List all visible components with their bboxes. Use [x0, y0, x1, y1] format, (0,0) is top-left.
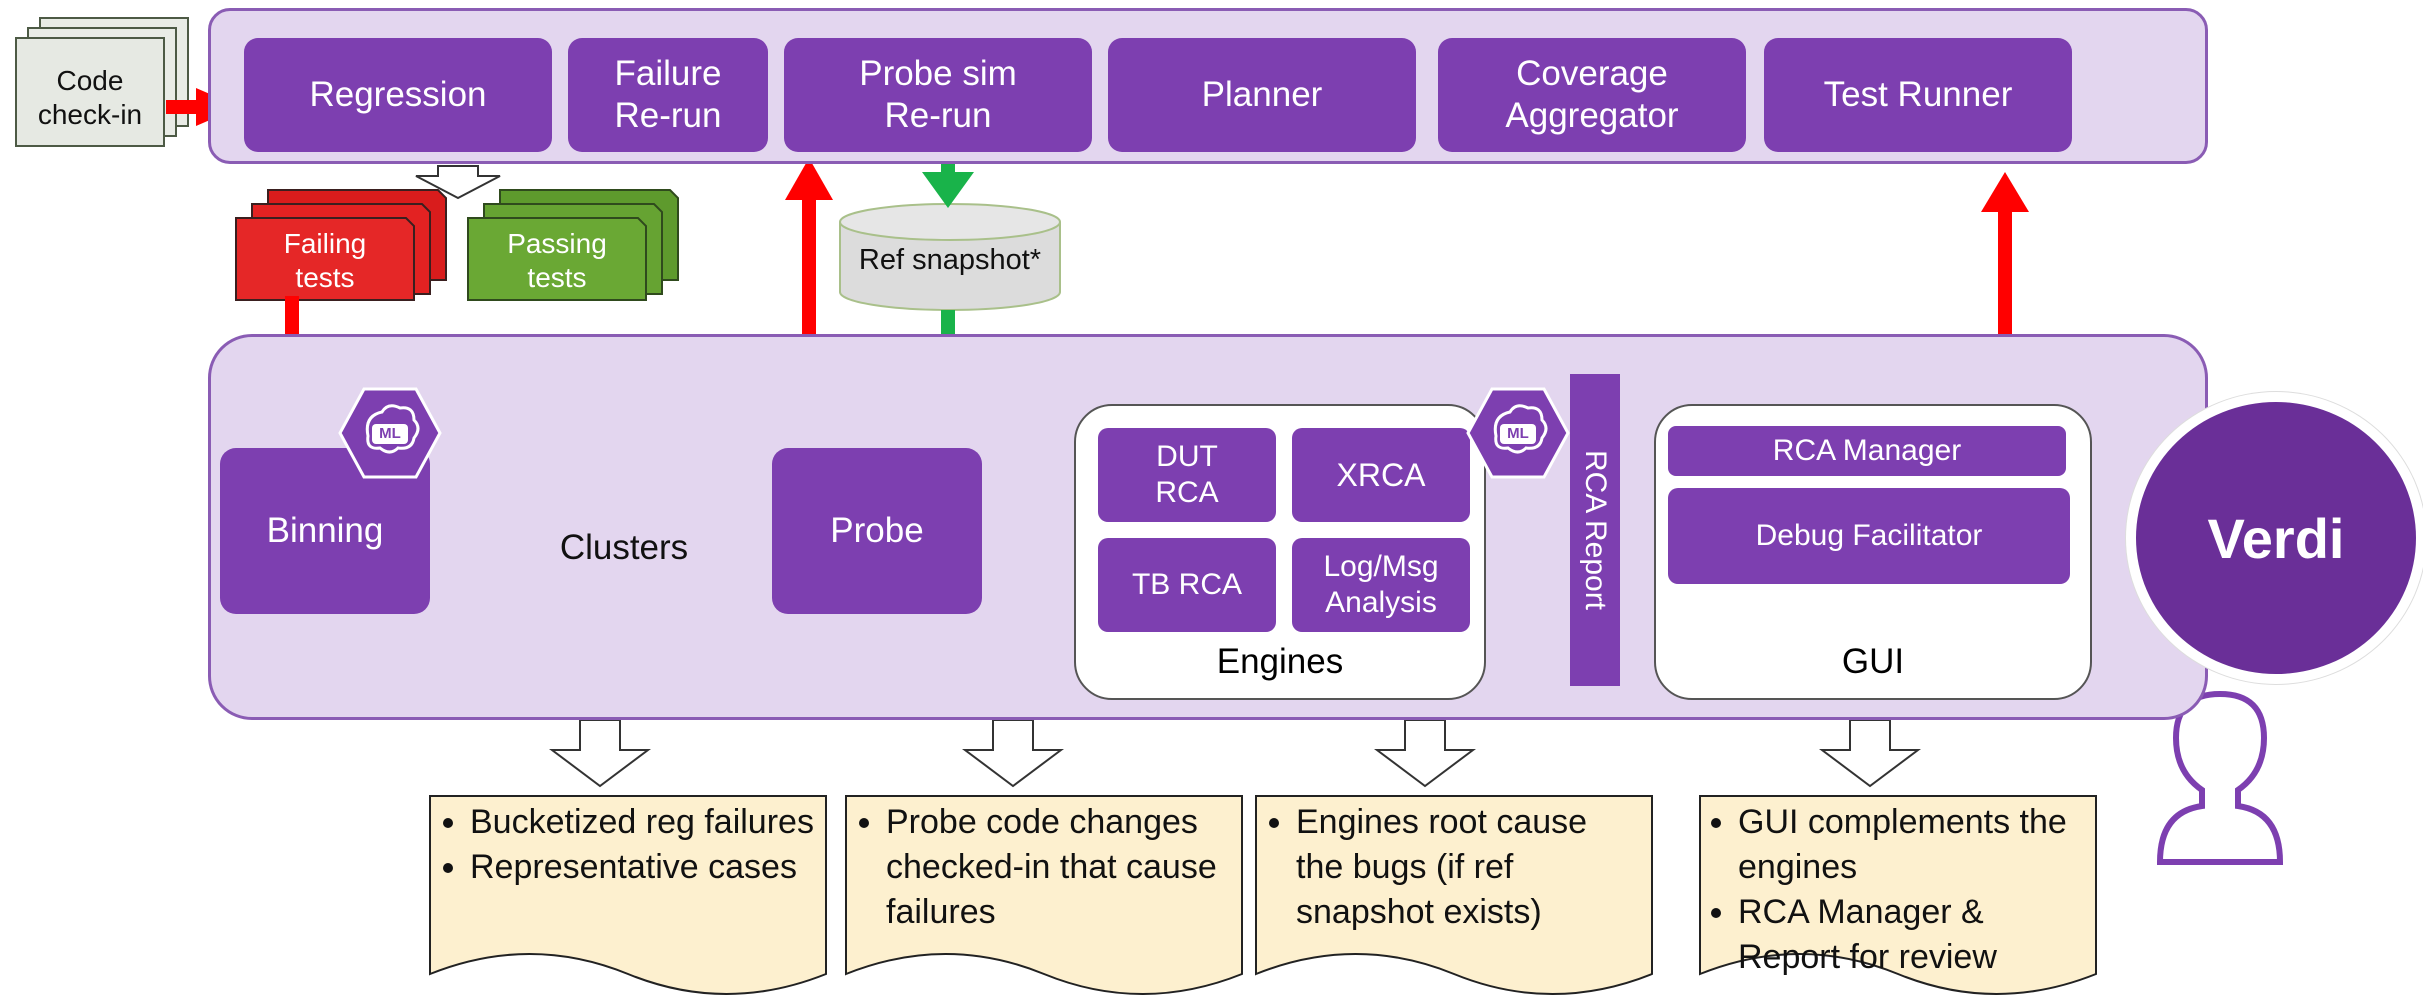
code-checkin-label: Code check-in [37, 65, 143, 130]
failing-tests-stack [235, 189, 447, 301]
regression-label: Regression [309, 75, 487, 114]
rca-report-label: RCA Report [1579, 449, 1612, 611]
note-bullet: RCA Manager & Report for review [1738, 890, 2092, 980]
note-bullet: Bucketized reg failures [470, 800, 816, 845]
note-gui: GUI complements the engines RCA Manager … [1712, 800, 2092, 980]
note-binning: Bucketized reg failures Representative c… [444, 800, 816, 980]
coverage-aggregator-label: Coverage Aggregator [1505, 54, 1679, 135]
gui-caption: GUI [1841, 642, 1905, 681]
note-bullet: Engines root cause the bugs (if ref snap… [1296, 800, 1642, 935]
regression-box[interactable]: Regression [244, 38, 552, 152]
tb-rca-label: TB RCA [1131, 568, 1242, 601]
user-icon [2156, 690, 2284, 865]
debug-facilitator-label: Debug Facilitator [1755, 519, 1983, 552]
debug-facilitator-box[interactable]: Debug Facilitator [1668, 488, 2070, 584]
ml-badge-engines: ML [1466, 386, 1570, 480]
ml-brain-icon [338, 387, 442, 479]
arrow-regression-output [415, 165, 501, 200]
arrows-to-notes [549, 719, 1921, 788]
note-bullet: Probe code changes checked-in that cause… [886, 800, 1232, 935]
failure-rerun-box[interactable]: Failure Re-run [568, 38, 768, 152]
rca-manager-box[interactable]: RCA Manager [1668, 426, 2066, 476]
ml-badge-text: ML [379, 425, 401, 442]
probe-sim-rerun-label: Probe sim Re-run [859, 54, 1017, 135]
clusters-label: Clusters [559, 528, 689, 567]
test-runner-box[interactable]: Test Runner [1764, 38, 2072, 152]
note-bullet: GUI complements the engines [1738, 800, 2092, 890]
probe-sim-rerun-box[interactable]: Probe sim Re-run [784, 38, 1092, 152]
rca-manager-label: RCA Manager [1772, 434, 1962, 467]
engines-caption: Engines [1216, 642, 1344, 681]
probe-box[interactable]: Probe [772, 448, 982, 614]
note-shapes [429, 795, 2097, 995]
log-msg-analysis-label: Log/Msg Analysis [1323, 550, 1439, 619]
log-msg-analysis-box[interactable]: Log/Msg Analysis [1292, 538, 1470, 632]
ml-badge-binning: ML [338, 386, 442, 480]
dut-rca-label: DUT RCA [1155, 440, 1219, 509]
code-checkin-stack [15, 17, 189, 147]
dut-rca-box[interactable]: DUT RCA [1098, 428, 1276, 522]
planner-box[interactable]: Planner [1108, 38, 1416, 152]
passing-tests-label: Passing tests [507, 228, 607, 293]
failure-rerun-label: Failure Re-run [614, 54, 722, 135]
note-probe: Probe code changes checked-in that cause… [860, 800, 1232, 980]
binning-label: Binning [266, 511, 384, 550]
rca-report-bar[interactable]: RCA Report [1570, 374, 1620, 686]
ml-brain-icon [1466, 387, 1570, 479]
coverage-aggregator-box[interactable]: Coverage Aggregator [1438, 38, 1746, 152]
probe-label: Probe [830, 511, 924, 550]
xrca-label: XRCA [1336, 456, 1426, 493]
ml-badge-text: ML [1507, 425, 1529, 442]
note-engines: Engines root cause the bugs (if ref snap… [1270, 800, 1642, 980]
verdi-label: Verdi [2207, 506, 2345, 570]
ref-snapshot-cylinder [839, 203, 1061, 311]
test-runner-label: Test Runner [1823, 75, 2013, 114]
tb-rca-box[interactable]: TB RCA [1098, 538, 1276, 632]
verdi-logo: Verdi [2126, 392, 2423, 684]
ref-snapshot-label: Ref snapshot* [858, 244, 1042, 276]
planner-label: Planner [1201, 75, 1323, 114]
note-bullet: Representative cases [470, 845, 816, 890]
xrca-box[interactable]: XRCA [1292, 428, 1470, 522]
passing-tests-stack [467, 189, 679, 301]
failing-tests-label: Failing tests [283, 228, 367, 293]
